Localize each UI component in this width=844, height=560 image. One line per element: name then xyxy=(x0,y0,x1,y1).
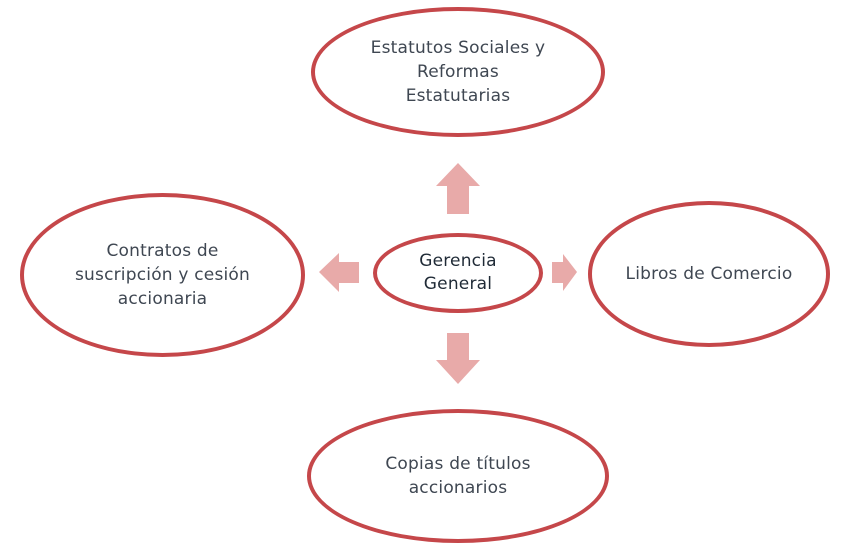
copias-label: Copias de títulos accionarios xyxy=(385,454,531,498)
gerencia-node: Gerencia General xyxy=(373,233,543,313)
copias-node: Copias de títulos accionarios xyxy=(307,409,609,543)
libros-node: Libros de Comercio xyxy=(588,201,830,347)
contratos-node: Contratos de suscripción y cesión accion… xyxy=(20,193,305,357)
libros-label: Libros de Comercio xyxy=(625,264,793,284)
contratos-label: Contratos de suscripción y cesión accion… xyxy=(74,241,250,309)
estatutos-node: Estatutos Sociales y Reformas Estatutari… xyxy=(311,7,605,137)
arrow-up-icon xyxy=(436,163,480,214)
gerencia-label: Gerencia General xyxy=(419,251,497,294)
estatutos-label: Estatutos Sociales y Reformas Estatutari… xyxy=(370,38,546,106)
arrow-down-icon xyxy=(436,333,480,384)
arrow-right-icon xyxy=(552,254,577,291)
arrow-left-icon xyxy=(319,253,359,292)
